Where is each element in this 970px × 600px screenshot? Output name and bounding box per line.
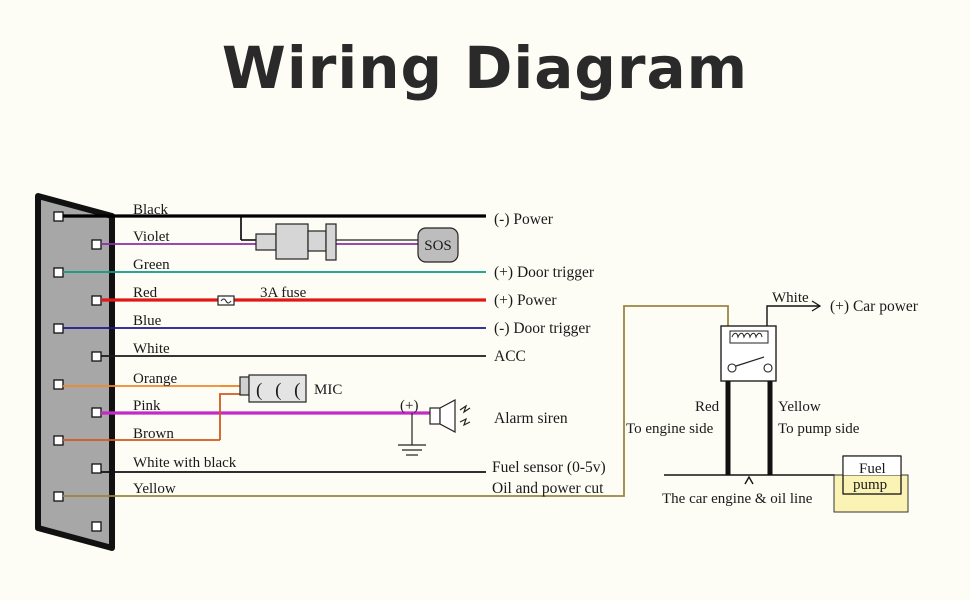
mic-label: MIC <box>314 382 342 398</box>
mic-glyphs: ( ( ( <box>256 380 304 401</box>
dest-white-with-black: Fuel sensor (0-5v) <box>492 459 606 476</box>
fuel-label: Fuel <box>859 461 886 477</box>
wire-label-yellow: Yellow <box>133 481 176 497</box>
connector-pin <box>91 521 102 532</box>
dest-green: (+) Door trigger <box>494 264 595 281</box>
wire-label-green: Green <box>133 257 170 273</box>
connector-pin <box>91 463 102 474</box>
pump-label: pump <box>853 477 887 493</box>
relay-yellow-label: Yellow <box>778 399 821 415</box>
connector-pin <box>53 435 64 446</box>
wire-label-orange: Orange <box>133 371 177 387</box>
connector-plug <box>35 193 115 551</box>
sos-label: SOS <box>424 238 452 254</box>
relay-white-label: White <box>772 290 809 306</box>
engine-line-label: The car engine & oil line <box>662 491 813 507</box>
wire-labels: BlackVioletGreenRedBlueWhiteOrangePinkBr… <box>133 202 237 497</box>
connector-pin <box>53 379 64 390</box>
wire-label-white: White <box>133 341 170 357</box>
car-power-label: (+) Car power <box>830 298 919 315</box>
relay-circuit <box>614 300 909 513</box>
wire-label-pink: Pink <box>133 398 161 414</box>
connector-pin <box>91 239 102 250</box>
wire-label-red: Red <box>133 285 158 301</box>
connector-pin <box>53 211 64 222</box>
dest-yellow: Oil and power cut <box>492 480 604 497</box>
connector-pin <box>53 323 64 334</box>
wire-label-blue: Blue <box>133 313 162 329</box>
fuse-3a <box>217 295 235 306</box>
connector-pin <box>53 267 64 278</box>
wire-brown-route <box>219 393 240 440</box>
wire-label-white-with-black: White with black <box>133 455 237 471</box>
connector-pin <box>91 407 102 418</box>
to-pump-label: To pump side <box>778 421 860 437</box>
connector-pin <box>53 491 64 502</box>
connector-pin <box>91 351 102 362</box>
dest-blue: (-) Door trigger <box>494 320 591 337</box>
alarm-siren <box>398 399 471 456</box>
sos-button <box>417 227 459 263</box>
connector-pins <box>53 211 102 532</box>
alarm-siren-label: Alarm siren <box>494 410 568 427</box>
wire-label-violet: Violet <box>133 229 170 245</box>
fuse-label: 3A fuse <box>260 285 307 301</box>
relay-red-label: Red <box>695 399 720 415</box>
to-engine-label: To engine side <box>626 421 714 437</box>
dest-red: (+) Power <box>494 292 557 309</box>
microphone: ( ( ( <box>239 374 307 403</box>
dest-black: (-) Power <box>494 211 554 228</box>
dest-white: ACC <box>494 348 526 365</box>
connector-pin <box>91 295 102 306</box>
sos-button-assembly: SOS <box>240 216 459 263</box>
wire-set <box>63 214 614 497</box>
wire-label-black: Black <box>133 202 168 218</box>
siren-polarity: (+) <box>400 398 418 414</box>
wire-label-brown: Brown <box>133 426 174 442</box>
diagram-title: Wiring Diagram <box>221 34 749 102</box>
